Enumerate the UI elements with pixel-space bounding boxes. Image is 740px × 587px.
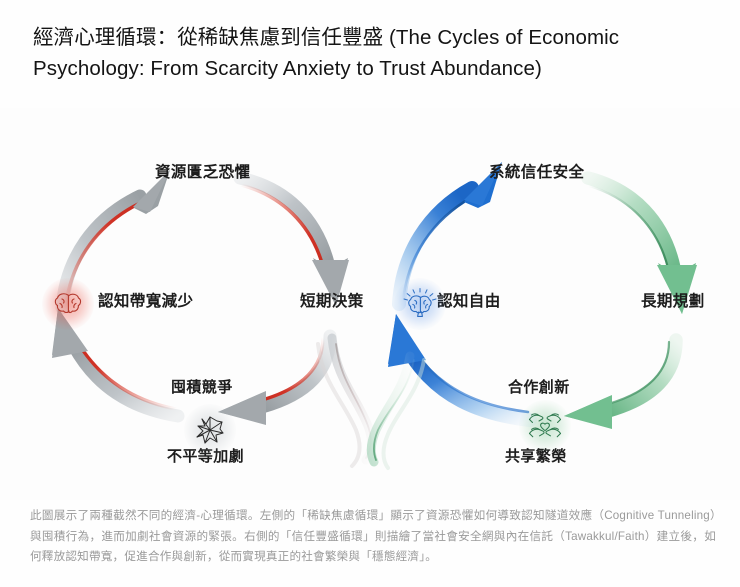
- figure-caption: 此圖展示了兩種截然不同的經濟-心理循環。左側的「稀缺焦慮循環」顯示了資源恐懼如何…: [30, 509, 716, 563]
- brain-blue-icon: [394, 278, 446, 330]
- cracked-shatter-glyph: [196, 416, 224, 444]
- node-label-system-trust: 系統信任安全: [489, 164, 585, 181]
- arrow-coop-to-freedom: [388, 314, 537, 427]
- arrow-shortterm-to-hoarding: [218, 329, 337, 425]
- arrow-trust-to-longterm: [581, 171, 697, 314]
- node-label-shared-prosperity: 共享繁榮: [505, 448, 567, 465]
- node-label-long-term-plan: 長期規劃: [641, 293, 705, 310]
- node-label-hoarding-competition: 囤積競爭: [171, 379, 233, 396]
- brain-red-glyph: [54, 293, 82, 314]
- arrow-longterm-to-coop: [564, 333, 683, 429]
- page-title: 經濟心理循環：從稀缺焦慮到信任豐盛 (The Cycles of Economi…: [33, 26, 620, 80]
- cycle-bridge-connector: [316, 333, 426, 470]
- cracked-shatter-icon: [184, 404, 236, 456]
- brain-red-icon: [42, 278, 94, 330]
- arrow-freedom-to-trust: [392, 162, 502, 311]
- node-label-coop-innovation: 合作創新: [508, 379, 570, 396]
- node-label-scarcity-fear: 資源匱乏恐懼: [155, 164, 251, 181]
- node-label-inequality: 不平等加劇: [167, 448, 245, 465]
- node-label-short-term-decision: 短期決策: [300, 293, 364, 310]
- brain-blue-glyph: [403, 288, 437, 317]
- node-label-cognitive-bandwidth: 認知帶寬減少: [98, 293, 194, 310]
- hands-heart-icon: [519, 400, 571, 452]
- diagram-arrows-layer: [52, 162, 697, 470]
- arrow-fear-to-shortterm: [233, 171, 349, 306]
- node-label-cognitive-freedom: 認知自由: [437, 293, 501, 310]
- arrow-hoarding-to-bandwidth: [52, 308, 185, 423]
- arrow-bandwidth-to-fear: [55, 170, 170, 315]
- hands-heart-glyph: [528, 413, 562, 438]
- cycles-diagram: 資源匱乏恐懼 短期決策 囤積競爭 不平等加劇 認知帶寬減少 系統信任安全 長期規…: [0, 108, 740, 500]
